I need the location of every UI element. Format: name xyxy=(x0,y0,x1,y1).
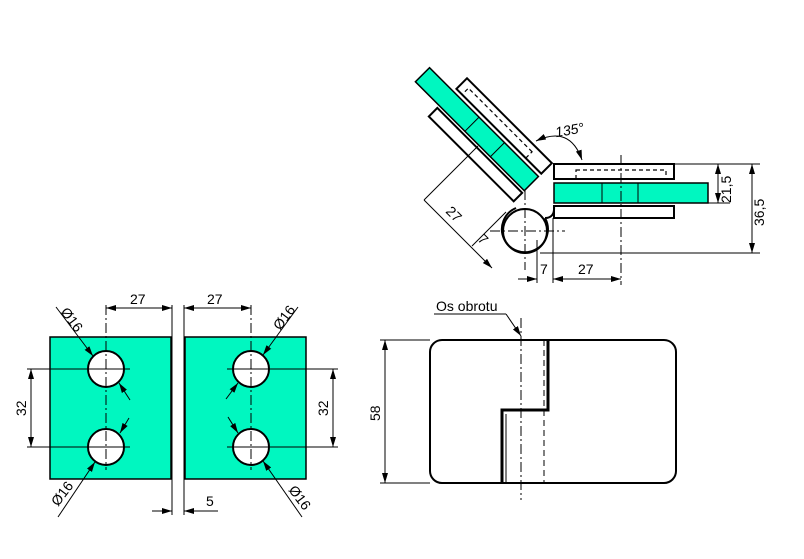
dim-arm-offset: 7 xyxy=(475,231,492,248)
angle-arc xyxy=(535,134,583,161)
right-hole-bottom-diameter: Ø16 xyxy=(286,482,315,513)
axis-label: Os obrotu xyxy=(436,298,497,314)
hinge-view: Os obrotu 58 xyxy=(367,298,677,500)
angled-arm xyxy=(414,66,554,203)
top-clamp-plate xyxy=(553,163,675,180)
hinge-split-line xyxy=(500,340,550,483)
dim-offset: 7 xyxy=(540,261,548,277)
right-dim-hole-to-edge: 27 xyxy=(207,291,223,307)
left-dim-hole-to-edge: 27 xyxy=(130,291,146,307)
right-dim-hole-spacing: 32 xyxy=(315,400,331,416)
left-hole-bottom-diameter: Ø16 xyxy=(48,478,77,509)
dim-length: 27 xyxy=(578,261,594,277)
hinge-body xyxy=(429,339,677,484)
left-hole-top-diameter: Ø16 xyxy=(58,304,87,335)
dim-total-height: 36,5 xyxy=(751,199,767,226)
dim-gap: 5 xyxy=(206,493,214,509)
glass-pane xyxy=(553,182,709,204)
side-view: 135° 21,5 36,5 7 27 27 7 xyxy=(414,66,767,285)
horizontal-arm xyxy=(553,163,709,219)
dim-height: 58 xyxy=(367,405,383,421)
left-dim-hole-spacing: 32 xyxy=(13,400,29,416)
front-view: 27 27 32 32 5 Ø16 Ø16 Ø16 Ø16 xyxy=(13,291,338,518)
right-hole-top-diameter: Ø16 xyxy=(270,302,299,333)
dim-glass-height: 21,5 xyxy=(718,176,734,203)
angle-label: 135° xyxy=(554,119,586,140)
bottom-clamp-plate xyxy=(553,205,675,219)
